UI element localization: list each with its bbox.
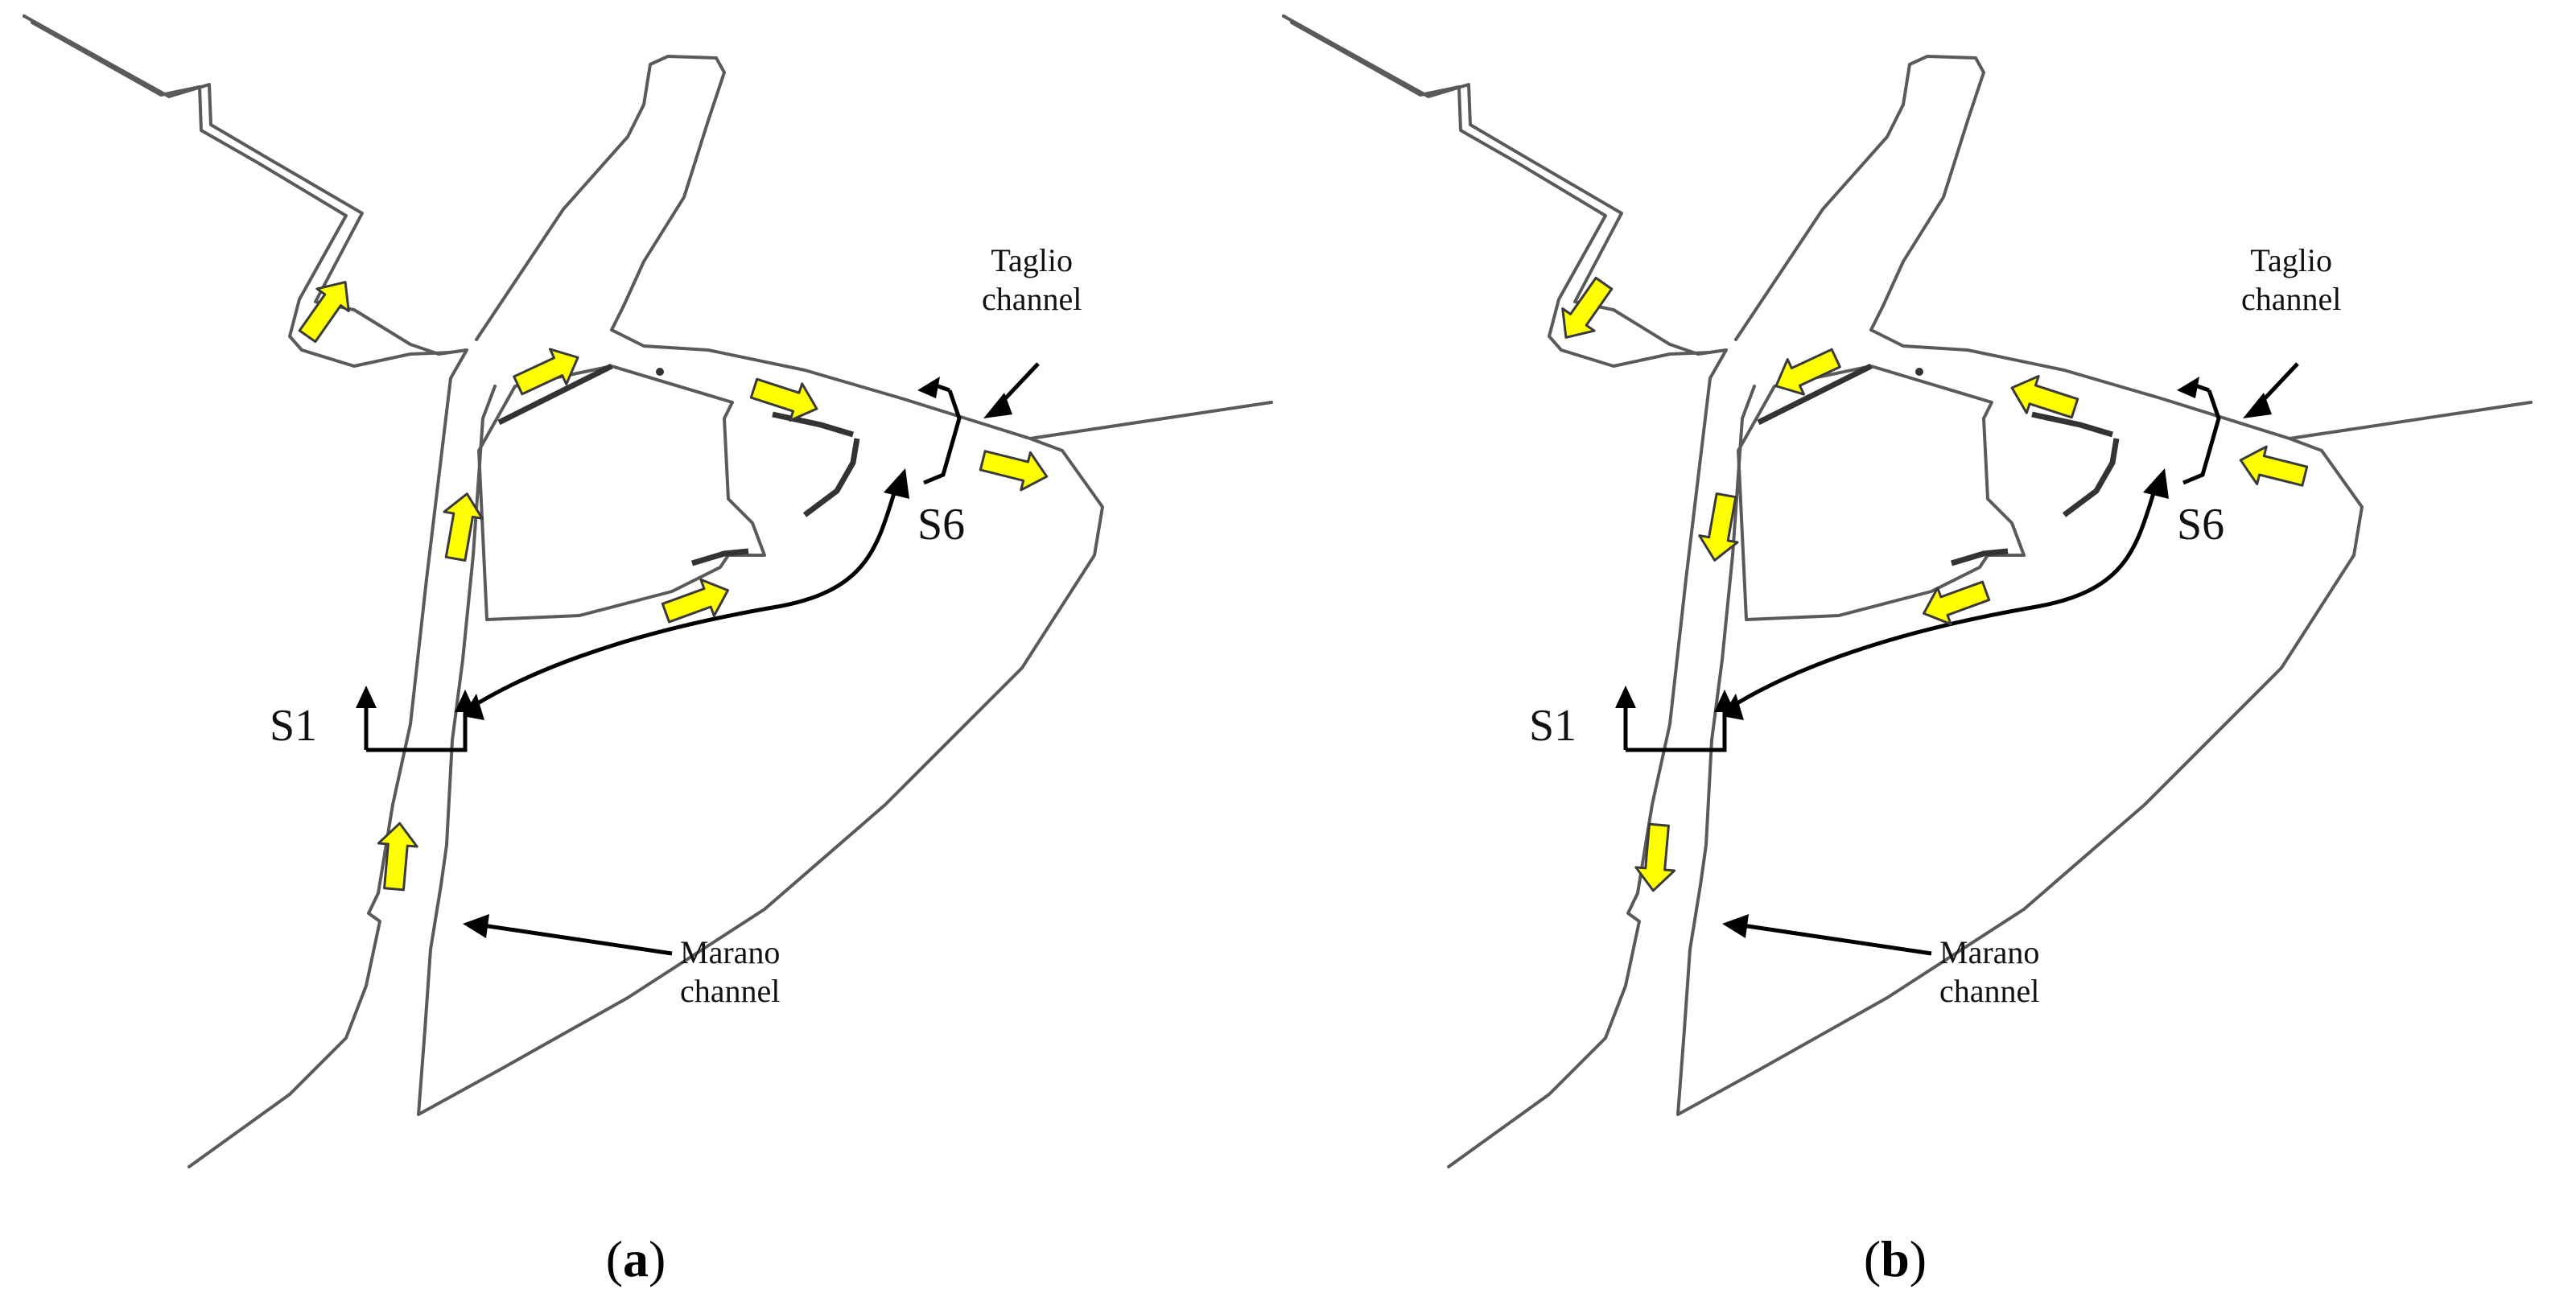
taglio-pointer-head [2243,393,2272,418]
channel-outline [417,385,1104,1116]
flow-arrow-icon [1561,276,1614,339]
lagoon-map [1282,14,2533,1168]
marano-pointer-head [463,914,489,938]
channel-outline [1737,365,2026,621]
flow-arrow-icon [298,281,350,344]
s6-section-line [2182,389,2221,485]
channel-label-taglio-line2: channel [982,281,1082,317]
section-label-s1: S1 [270,701,318,751]
channel-outline [610,328,1273,440]
channel-label-marano-line1: Marano [1939,934,2040,970]
flow-arrow-icon [661,578,729,624]
channel-label-marano-line1: Marano [680,934,781,970]
connection-curve [1734,482,2159,706]
channel-outline [1869,328,2533,440]
flow-arrow-icon [2239,445,2309,487]
flow-arrow-icon [979,450,1049,492]
panel-a: S1 S6 Taglio channel Marano channel (a) [23,14,1273,1287]
flow-arrow-icon [1923,580,1991,626]
channel-outline [23,14,468,1168]
flow-arrow-icon [1634,822,1676,892]
s1-section-line [1623,708,1727,752]
dock-structure [1757,363,1873,426]
s1-section-arrow [356,686,377,708]
flow-arrow-icon [1774,348,1841,396]
marker-dot [1915,368,1923,376]
channel-label-marano-line2: channel [1939,973,2040,1009]
channel-outline [477,365,766,621]
flow-arrow-icon [749,377,818,422]
connection-curve [475,482,900,706]
s6-section-arrow [2177,377,2199,398]
flow-arrow-icon [2010,375,2079,419]
dock-structure [772,411,855,438]
marano-pointer-line [482,923,673,956]
marker-dot [656,368,664,376]
channel-outline [1282,14,1728,1168]
channel-label-marano-line2: channel [680,973,781,1009]
s6-section-line [923,389,962,485]
dock-structure [802,438,860,517]
flow-arrow-icon [377,822,418,892]
dock-structure [497,363,613,426]
panel-caption: (b) [1863,1230,1927,1287]
channel-label-marano: Marano channel [680,933,780,1011]
dock-structure [1950,548,2009,566]
s1-section-line [364,708,468,752]
section-label-s6: S6 [917,500,966,550]
connection-arrowhead [884,468,909,499]
dock-structure [690,548,749,566]
connection-arrowhead [2143,468,2169,499]
flow-arrow-icon [513,348,579,396]
s1-section-arrow [1615,686,1636,708]
panel-caption-letter: a [623,1230,649,1287]
section-label-s1: S1 [1529,701,1577,751]
s6-section-arrow [917,377,940,398]
channel-outline [1676,385,2364,1116]
section-label-s6: S6 [2177,500,2225,550]
connection-arrowhead [1722,694,1744,720]
flow-arrow-icon [1698,492,1739,562]
panel-caption: (a) [605,1230,666,1287]
channel-outline [1734,55,1985,341]
marano-pointer-line [1741,923,1932,956]
dock-structure [2031,411,2114,438]
channel-label-taglio: Taglio channel [2241,241,2341,319]
channel-label-taglio-line1: Taglio [2250,242,2332,278]
channel-outline [475,55,726,341]
lagoon-map [23,14,1273,1168]
channel-label-marano: Marano channel [1939,933,2039,1011]
panel-caption-letter: b [1881,1230,1910,1287]
flow-arrow-icon [443,492,484,562]
dock-structure [2062,438,2120,517]
channel-label-taglio: Taglio channel [982,241,1082,319]
connection-arrowhead [463,694,484,720]
marano-pointer-head [1722,914,1749,938]
channel-label-taglio-line1: Taglio [991,242,1073,278]
channel-label-taglio-line2: channel [2241,281,2342,317]
panel-b: S1 S6 Taglio channel Marano channel (b) [1259,0,2547,1314]
channel-outline [1290,21,1712,368]
taglio-pointer-head [983,393,1012,418]
channel-outline [31,21,452,368]
